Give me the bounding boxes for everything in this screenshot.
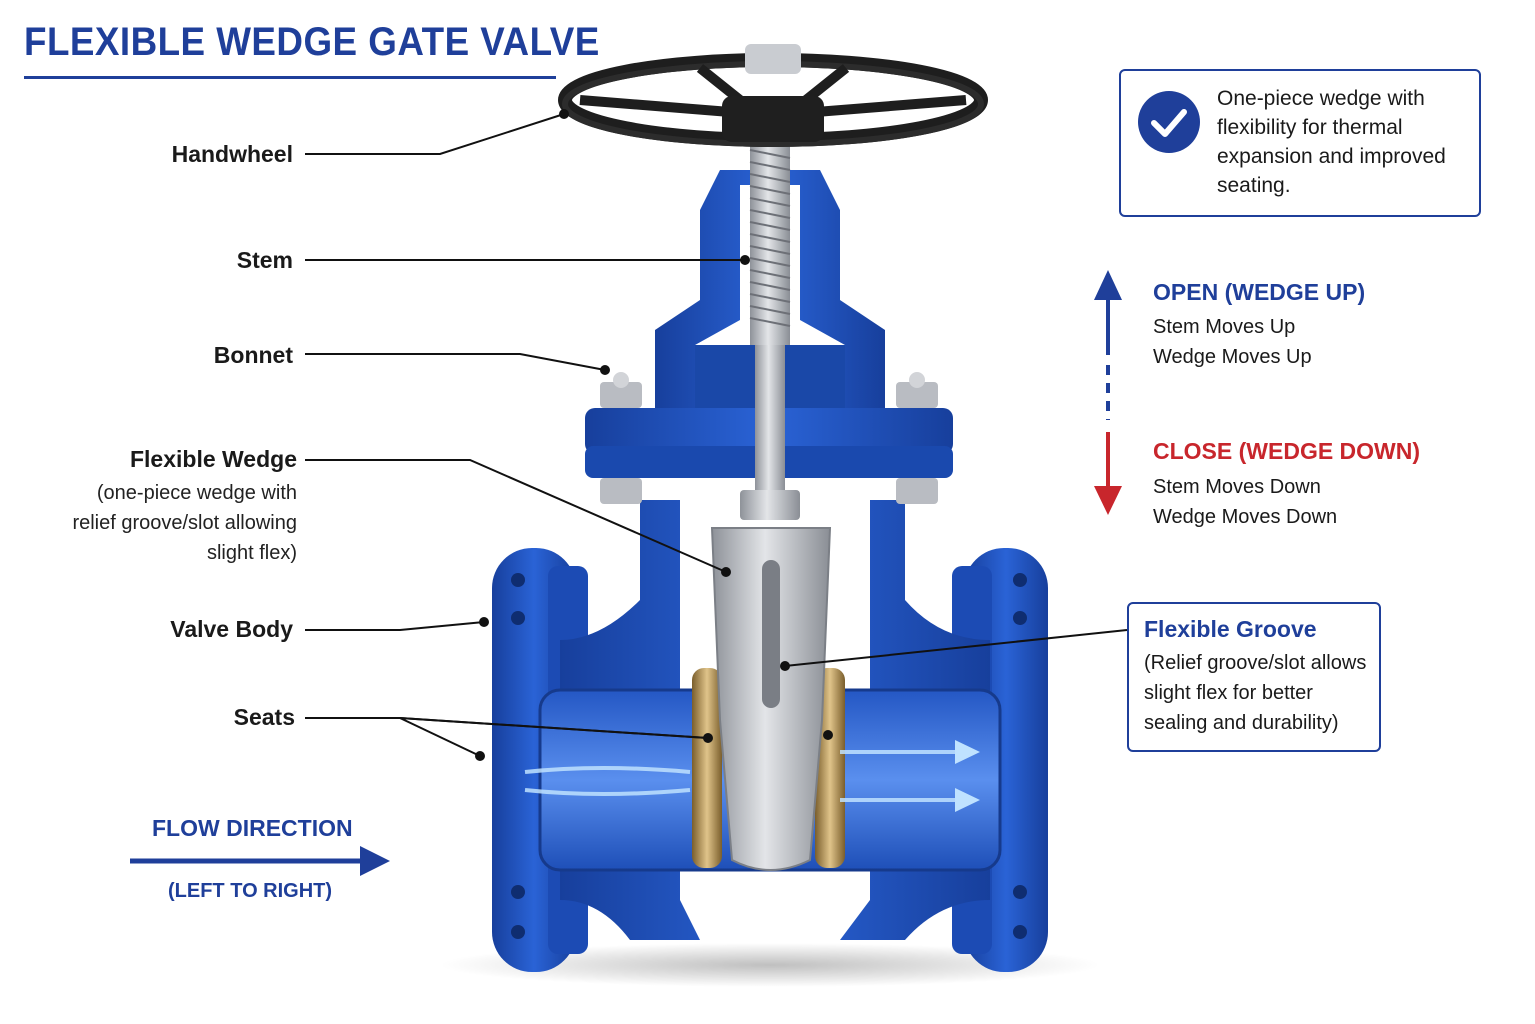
flow-direction-title: FLOW DIRECTION bbox=[152, 815, 353, 841]
thermal-note-text: One-piece wedge with flexibility for the… bbox=[1217, 87, 1446, 197]
handwheel bbox=[558, 44, 988, 147]
flow-direction-sub: (LEFT TO RIGHT) bbox=[168, 880, 333, 902]
flexible-groove-title: Flexible Groove bbox=[1144, 616, 1317, 642]
check-circle-icon bbox=[1138, 91, 1200, 153]
floor-shadow bbox=[440, 943, 1100, 987]
close-line-1: Stem Moves Down bbox=[1153, 476, 1321, 498]
seat-left bbox=[692, 668, 722, 868]
leader-lines bbox=[305, 113, 1128, 757]
close-line-2: Wedge Moves Down bbox=[1153, 506, 1338, 528]
stem-shaft bbox=[755, 345, 785, 495]
arrow-down-icon bbox=[1094, 432, 1122, 515]
label-flexible-wedge-desc-3: slight flex) bbox=[206, 542, 297, 564]
label-flexible-wedge: Flexible Wedge bbox=[129, 446, 297, 472]
open-line-1: Stem Moves Up bbox=[1153, 316, 1296, 338]
label-valve-body: Valve Body bbox=[170, 616, 293, 642]
wedge-groove bbox=[762, 560, 780, 708]
label-flexible-wedge-desc-1: (one-piece wedge with bbox=[96, 482, 297, 504]
stem-threads bbox=[749, 149, 791, 327]
label-flexible-wedge-desc-2: relief groove/slot allowing bbox=[72, 512, 297, 534]
label-bonnet: Bonnet bbox=[213, 342, 293, 368]
leader-dots bbox=[475, 109, 833, 761]
label-handwheel: Handwheel bbox=[171, 141, 293, 167]
flexible-groove-desc: (Relief groove/slot allows slight flex f… bbox=[1144, 652, 1367, 734]
open-title: OPEN (WEDGE UP) bbox=[1153, 279, 1366, 305]
bonnet-yoke bbox=[655, 170, 885, 408]
close-title: CLOSE (WEDGE DOWN) bbox=[1153, 438, 1421, 464]
arrow-right-icon bbox=[130, 846, 390, 876]
label-seats: Seats bbox=[233, 704, 295, 730]
open-line-2: Wedge Moves Up bbox=[1153, 346, 1312, 368]
flow-streams bbox=[524, 749, 960, 802]
flexible-groove-box bbox=[1127, 602, 1381, 752]
page-title: FLEXIBLE WEDGE GATE VALVE bbox=[24, 20, 600, 64]
title-underline bbox=[24, 76, 556, 79]
label-stem: Stem bbox=[236, 247, 293, 273]
arrow-up-icon bbox=[1094, 270, 1122, 420]
stem-threaded bbox=[750, 140, 790, 345]
